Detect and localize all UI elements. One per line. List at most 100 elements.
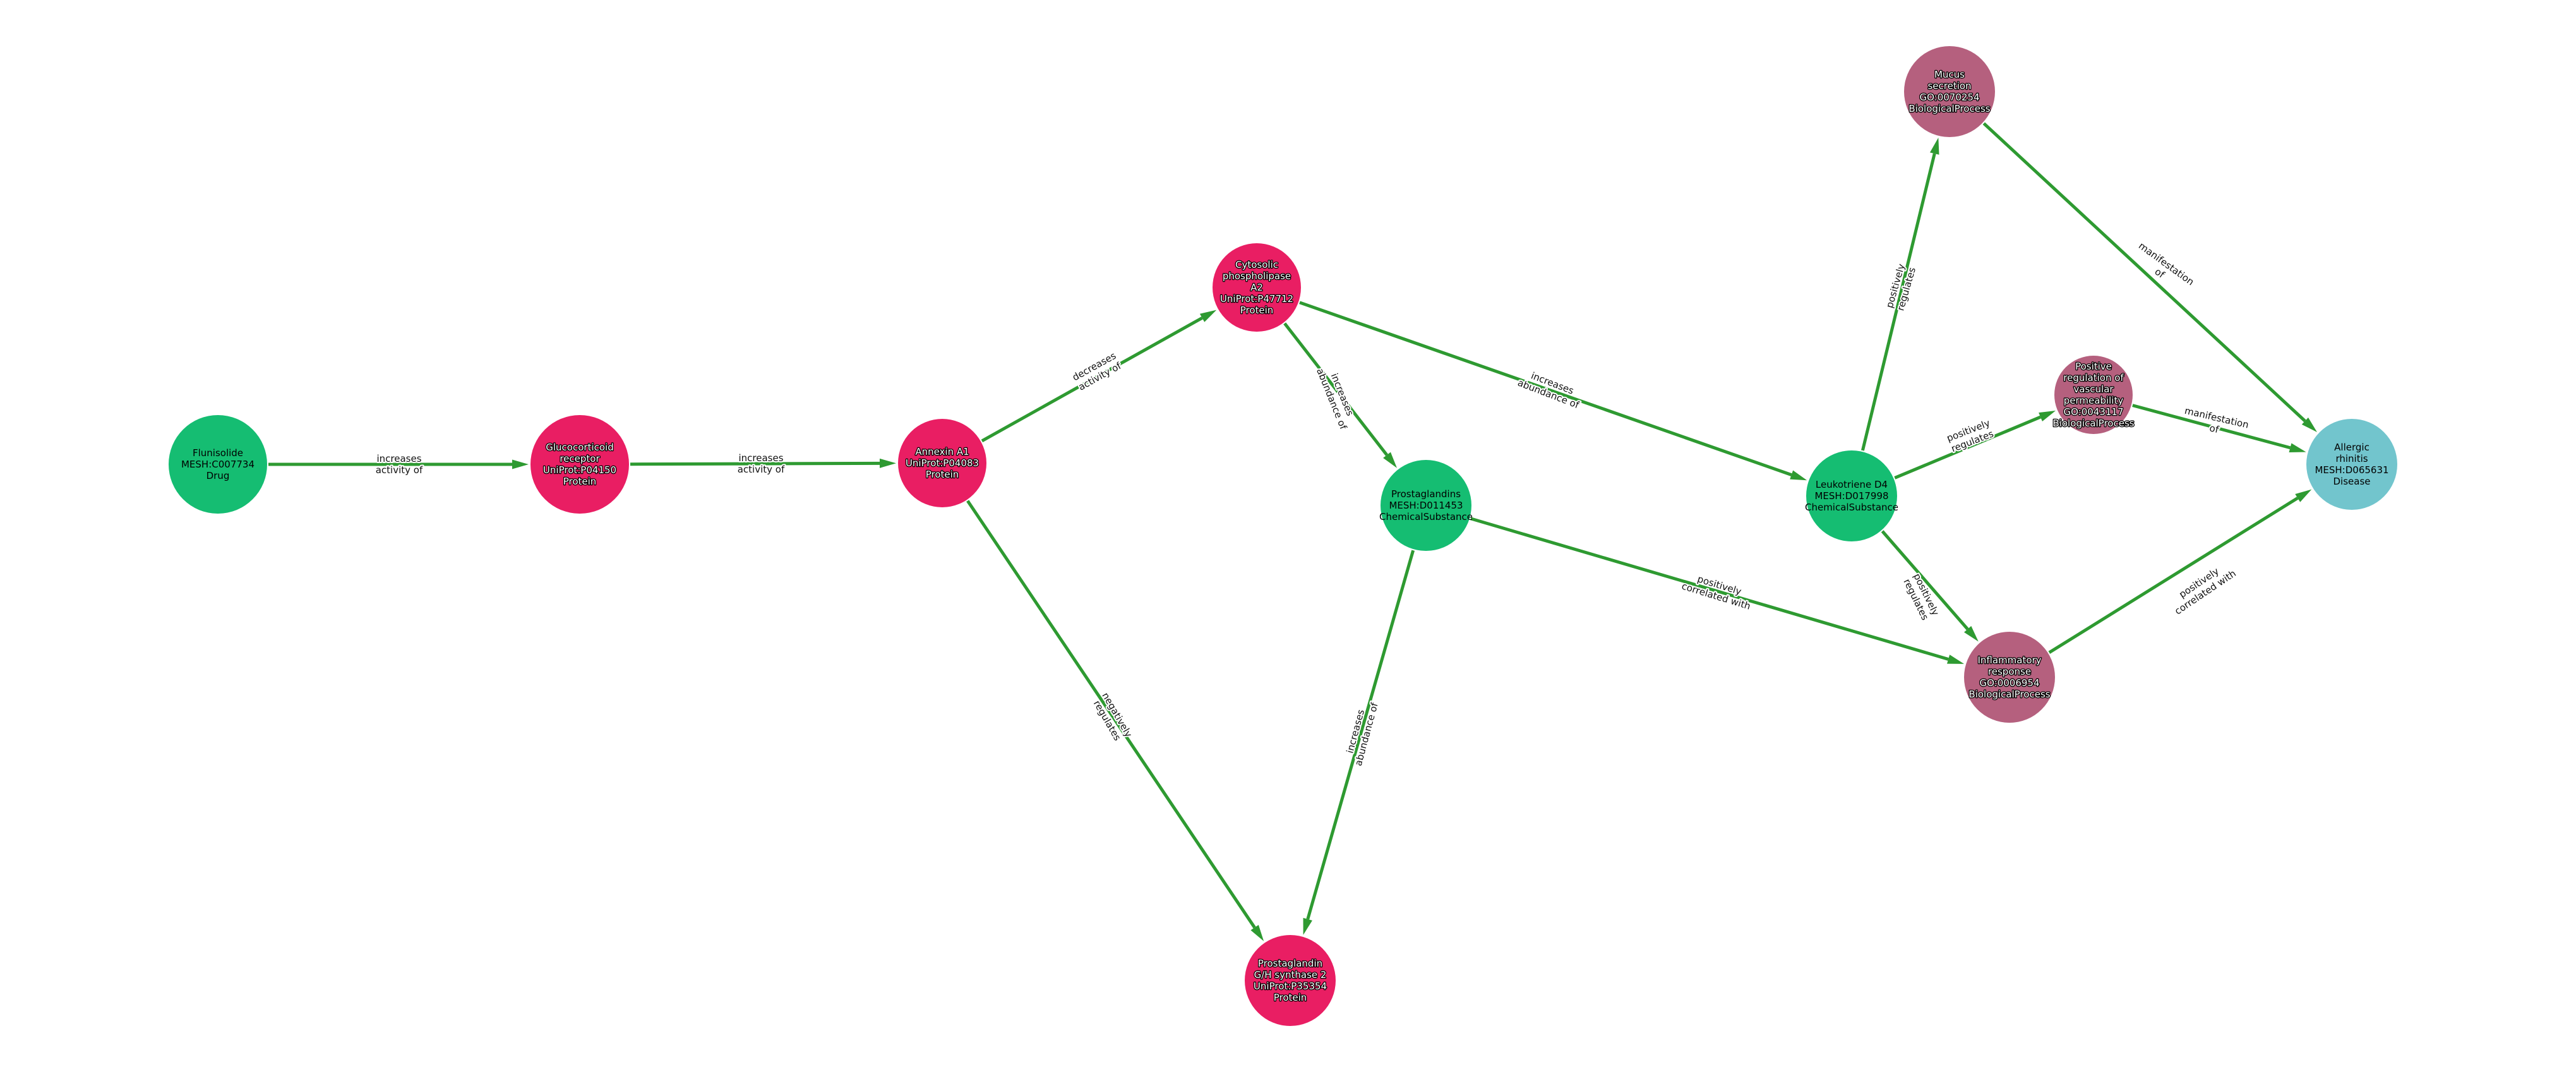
node-label-line: UniProt:P04083 (906, 457, 979, 469)
graph-edge[interactable] (2132, 404, 2306, 453)
edge-line (966, 500, 1256, 929)
graph-edge[interactable] (1881, 530, 1979, 642)
node-circle[interactable] (530, 415, 629, 514)
graph-edge[interactable] (2048, 489, 2312, 655)
graph-edge[interactable] (1283, 322, 1397, 468)
node-label-line: Protein (926, 469, 959, 480)
edge-label: manifestationof (2181, 404, 2250, 441)
node-label-line: receptor (560, 453, 600, 464)
graph-edge[interactable] (1982, 122, 2317, 433)
node-label-line: ChemicalSubstance (1805, 502, 1898, 513)
edge-label: increasesabundance of (1516, 366, 1585, 411)
node-label-line: permeability (2064, 395, 2124, 406)
node-label-line: phospholipase (1223, 270, 1291, 282)
node-label-line: Positive (2075, 361, 2112, 372)
edge-line (2132, 404, 2291, 450)
edge-arrowhead-icon (1790, 470, 1807, 481)
node-label-line: UniProt:P04150 (543, 464, 616, 476)
graph-edge[interactable] (981, 310, 1217, 443)
node-label-line: BiologicalProcess (2052, 418, 2134, 429)
node-label-line: G/H synthase 2 (1254, 969, 1327, 980)
node-label-line: Annexin A1 (915, 446, 969, 457)
edge-label: increasesabundance of (1341, 698, 1381, 767)
node-circle[interactable] (2306, 419, 2397, 510)
graph-edge[interactable] (1894, 411, 2056, 480)
edge-line (1881, 530, 1969, 631)
graph-edge[interactable] (966, 500, 1264, 941)
node-circle[interactable] (2054, 356, 2133, 434)
edge-line (1894, 415, 2041, 480)
node-label-line: MESH:D017998 (1814, 490, 1888, 502)
edge-label: positivelycorrelated with (1680, 569, 1756, 612)
node-label-line: MESH:D065631 (2315, 464, 2388, 476)
edge-line (1299, 301, 1792, 476)
edge-line (1470, 517, 1949, 661)
edge-label-line: manifestation (2136, 240, 2196, 287)
graph-edge[interactable] (268, 459, 529, 469)
node-circle[interactable] (1964, 632, 2055, 723)
node-circle[interactable] (169, 415, 267, 514)
node-circle[interactable] (898, 419, 986, 507)
edge-label: negativelyregulates (1090, 691, 1135, 745)
edge-arrowhead-icon (1303, 917, 1312, 935)
graph-edge[interactable] (1860, 137, 1939, 451)
edge-label-line: activity of (376, 464, 423, 476)
node-label-line: vascular (2073, 383, 2114, 395)
edge-label-line: increases (376, 453, 421, 464)
node-label-line: UniProt:P47712 (1220, 293, 1293, 305)
node-label-line: Flunisolide (193, 447, 243, 459)
edge-line (1283, 322, 1389, 456)
edge-arrowhead-icon (2301, 417, 2317, 433)
node-label-line: BiologicalProcess (1968, 689, 2050, 700)
node-label-line: BiologicalProcess (1908, 103, 1990, 114)
node-label-line: ChemicalSubstance (1379, 511, 1473, 522)
edge-line (630, 461, 880, 466)
node-label-line: GO:0006954 (1979, 677, 2039, 689)
edges-layer (268, 122, 2317, 941)
node-label-line: UniProt:P35354 (1254, 980, 1327, 992)
node-label-line: GO:0043117 (2063, 406, 2123, 418)
node-circle[interactable] (1381, 460, 1471, 551)
graph-edge[interactable] (1299, 301, 1807, 481)
graph-edge[interactable] (1470, 517, 1965, 664)
graph-edge[interactable] (1303, 550, 1415, 935)
node-circle[interactable] (1213, 243, 1301, 332)
node-label-line: Prostaglandins (1391, 488, 1461, 500)
edge-label-line: increases (738, 452, 783, 464)
edge-line (1306, 550, 1415, 920)
edge-arrowhead-icon (1199, 310, 1217, 322)
node-label-line: Glucocorticoid (546, 442, 613, 453)
node-circle[interactable] (1245, 935, 1336, 1026)
edge-line (1982, 122, 2306, 423)
edge-arrowhead-icon (1946, 655, 1965, 664)
edge-line (981, 317, 1203, 443)
node-circle[interactable] (1806, 450, 1897, 541)
edge-line (2048, 497, 2299, 655)
graph-edge[interactable] (630, 458, 897, 468)
node-circle[interactable] (1904, 46, 1995, 137)
node-label-line: Drug (207, 470, 230, 481)
node-label-line: Mucus (1934, 69, 1965, 80)
edge-arrowhead-icon (2289, 443, 2306, 453)
node-label-line: Inflammatory (1977, 655, 2041, 666)
node-label-line: Disease (2333, 476, 2371, 487)
